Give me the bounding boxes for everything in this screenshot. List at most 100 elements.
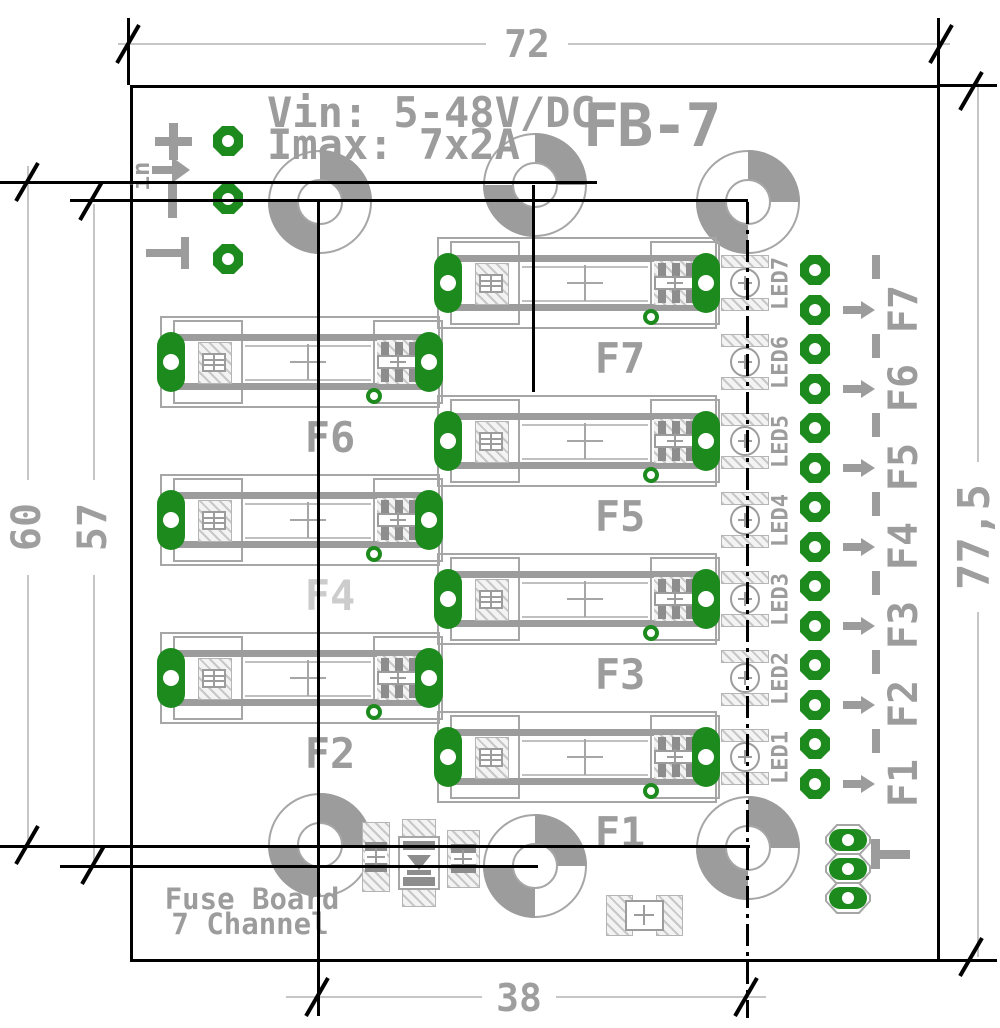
fuse-label-F4: F4 (304, 570, 356, 620)
fuse-pad-right (692, 411, 720, 471)
fuse-F5 (434, 395, 720, 487)
dim-hole-span: 38 (496, 976, 542, 1020)
via (366, 546, 382, 562)
output-pad-F7-a (800, 255, 830, 285)
led-label-LED5: LED5 (768, 414, 794, 468)
dimension-line (568, 43, 950, 45)
output-pad-F1-b (800, 769, 830, 799)
output-label-F3: F3 (881, 600, 927, 650)
fuse-pad-left (157, 332, 185, 392)
output-arrow-icon-F2 (843, 696, 877, 714)
fuse-label-F7: F7 (594, 333, 646, 383)
via (643, 309, 659, 325)
plus-symbol-icon (155, 123, 192, 160)
output-pad-F3-a (800, 571, 830, 601)
output-pad-F6-b (800, 374, 830, 404)
fuse-pad-left (157, 648, 185, 708)
fuse-pad-left (434, 411, 462, 471)
imax-text: Imax: 7x2A (267, 120, 520, 169)
centerline-vertical (317, 202, 320, 1016)
led-LED4 (721, 492, 769, 548)
fuse-F4 (157, 474, 443, 566)
output-pad-F5-b (800, 453, 830, 483)
led-label-LED4: LED4 (768, 493, 794, 547)
board-name-line2: 7 Channel (171, 907, 329, 941)
mounting-hole-1 (268, 150, 372, 254)
output-arrow-icon-F4 (843, 538, 877, 556)
output-label-F2: F2 (881, 679, 927, 729)
via (366, 388, 382, 404)
output-label-F6: F6 (881, 363, 927, 413)
output-pad-F4-b (800, 532, 830, 562)
via (643, 467, 659, 483)
board-name-line1: Fuse Board (164, 882, 340, 916)
fuse-F1 (434, 711, 720, 803)
output-dash (872, 255, 880, 279)
led-LED7 (721, 255, 769, 311)
output-dash (872, 729, 880, 753)
smd-component-2 (447, 830, 480, 888)
output-pad-F7-b (800, 295, 830, 325)
dim-board-height: 77,5 (948, 484, 1000, 590)
centerline-horizontal (0, 845, 750, 848)
input-arrow-icon (152, 157, 192, 183)
dimension-tick (958, 936, 984, 978)
centerline-horizontal (70, 199, 748, 202)
dimension-line (27, 166, 29, 480)
ground-header-pad-2 (825, 853, 871, 885)
board-outline (130, 85, 940, 962)
input-pad-plus (213, 126, 243, 156)
fuse-pad-right (415, 490, 443, 550)
led-LED2 (721, 650, 769, 706)
dim-left-outer: 60 (4, 502, 50, 552)
output-label-F7: F7 (881, 284, 927, 334)
fuse-pad-right (692, 253, 720, 313)
mounting-hole-6 (696, 796, 800, 900)
via (643, 625, 659, 641)
led-LED3 (721, 571, 769, 627)
dimension-tick (958, 70, 984, 112)
diode-component (398, 819, 440, 907)
led-LED1 (721, 729, 769, 785)
fuse-label-F1: F1 (594, 807, 646, 857)
fuse-pad-left (434, 253, 462, 313)
via (643, 783, 659, 799)
output-arrow-icon-F3 (843, 617, 877, 635)
output-arrow-icon-F6 (843, 380, 877, 398)
fuse-pad-right (415, 648, 443, 708)
output-label-F5: F5 (881, 442, 927, 492)
output-dash (872, 650, 880, 674)
fuse-label-F6: F6 (304, 412, 356, 462)
fuse-label-F3: F3 (594, 649, 646, 699)
centerline-vertical (127, 18, 130, 85)
smd-component-3 (606, 895, 683, 936)
led-LED6 (721, 334, 769, 390)
output-pad-F2-a (800, 650, 830, 680)
input-pad-ground (213, 244, 243, 274)
output-dash (872, 413, 880, 437)
led-label-LED3: LED3 (768, 572, 794, 626)
dimension-line (556, 996, 766, 998)
output-arrow-icon-F7 (843, 301, 877, 319)
ground-header-pad-3 (825, 882, 871, 914)
centerline-vertical (532, 185, 535, 392)
dimension-line (93, 204, 95, 480)
output-pad-F6-a (800, 334, 830, 364)
output-dash (872, 334, 880, 358)
output-pad-F1-a (800, 729, 830, 759)
centerline-horizontal (60, 865, 538, 868)
fuse-pad-left (434, 727, 462, 787)
led-label-LED1: LED1 (768, 730, 794, 784)
fuse-pad-left (434, 569, 462, 629)
led-label-LED2: LED2 (768, 651, 794, 705)
dim-board-width: 72 (504, 22, 550, 66)
output-label-F1: F1 (881, 758, 927, 808)
centerline-horizontal (0, 181, 597, 184)
dim-left-inner: 57 (70, 502, 116, 552)
output-dash (872, 571, 880, 595)
output-pad-F4-a (800, 492, 830, 522)
via (366, 704, 382, 720)
fuse-pad-right (415, 332, 443, 392)
output-pad-F3-b (800, 611, 830, 641)
